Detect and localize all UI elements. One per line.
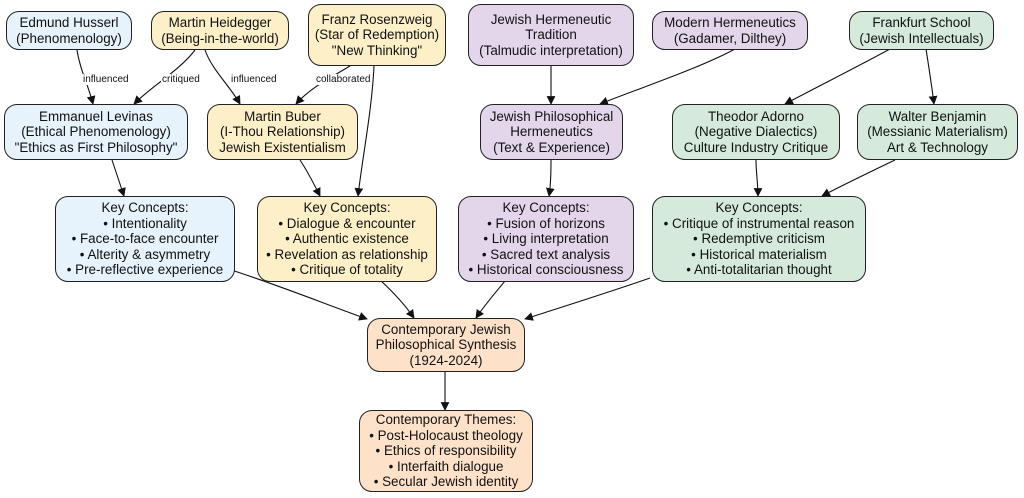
edge-kclevinas-synthesis [224, 267, 368, 321]
benjamin-line-0: Walter Benjamin [888, 108, 987, 124]
kc-buber-line-1: • Dialogue & encounter [278, 215, 416, 231]
edge-benjamin-kc [821, 159, 896, 197]
edge-buber-kc [299, 159, 321, 197]
edge-label-critiqued: critiqued [161, 74, 201, 85]
kc-herm-line-4: • Historical consciousness [468, 262, 624, 278]
modern-herm-line-1: (Gadamer, Dilthey) [673, 30, 787, 46]
rosenzweig-line-1: (Star of Redemption) [314, 27, 440, 43]
edge-label-influenced-2: influenced [230, 74, 278, 85]
edge-heidegger-buber [204, 49, 241, 105]
themes-line-4: • Secular Jewish identity [373, 474, 519, 490]
jewish-herm-line-2: (Talmudic interpretation) [479, 42, 623, 58]
edge-rosenzweig-kc-buber [354, 65, 375, 197]
edge-jph-kc [545, 159, 555, 197]
kc-herm-line-3: • Sacred text analysis [481, 246, 611, 262]
node-contemporary-themes: Contemporary Themes:• Post-Holocaust the… [359, 410, 533, 492]
frankfurt-line-0: Frankfurt School [872, 15, 971, 30]
node-modern-hermeneutics: Modern Hermeneutics(Gadamer, Dilthey) [652, 11, 808, 50]
node-buber: Martin Buber(I-Thou Relationship)Jewish … [207, 104, 358, 160]
node-key-concepts-levinas: Key Concepts:• Intentionality• Face-to-f… [55, 196, 235, 282]
husserl-line-0: Edmund Husserl [19, 15, 119, 30]
kc-frank-line-3: • Historical materialism [691, 246, 827, 262]
edge-frankfurt-adorno [784, 48, 891, 105]
edge-kcfrank-synthesis [524, 277, 651, 321]
buber-line-1: (I-Thou Relationship) [219, 124, 346, 140]
themes-line-3: • Interfaith dialogue [388, 458, 504, 474]
edge-label-collaborated: collaborated [315, 74, 372, 85]
jph-line-1: Hermeneutics [510, 124, 593, 140]
jewish-herm-line-1: Tradition [525, 27, 577, 43]
node-key-concepts-frankfurt: Key Concepts:• Critique of instrumental … [652, 196, 866, 282]
node-husserl: Edmund Husserl(Phenomenology) [6, 11, 132, 50]
adorno-line-0: Theodor Adorno [707, 108, 805, 124]
kc-frank-line-2: • Redemptive criticism [693, 231, 825, 247]
edge-frankfurt-benjamin [925, 48, 938, 105]
edge-kcbuber-synthesis [379, 279, 415, 319]
node-levinas: Emmanuel Levinas(Ethical Phenomenology)"… [4, 104, 188, 160]
node-key-concepts-hermeneutics: Key Concepts:• Fusion of horizons• Livin… [458, 196, 634, 282]
kc-frank-line-0: Key Concepts: [715, 200, 803, 216]
heidegger-line-1: (Being-in-the-world) [161, 30, 279, 46]
jph-line-2: (Text & Experience) [493, 139, 610, 155]
buber-line-0: Martin Buber [244, 108, 321, 124]
levinas-line-2: "Ethics as First Philosophy" [14, 139, 178, 155]
synthesis-line-2: (1924-2024) [409, 352, 483, 368]
synthesis-line-0: Contemporary Jewish [381, 321, 511, 337]
kc-herm-line-2: • Living interpretation [483, 231, 609, 247]
edge-rosenzweig-buber [295, 65, 351, 105]
themes-line-2: • Ethics of responsibility [375, 443, 517, 459]
adorno-line-2: Culture Industry Critique [683, 139, 829, 155]
themes-line-0: Contemporary Themes: [375, 412, 517, 428]
edge-modernherm-jph [599, 48, 736, 106]
kc-buber-line-3: • Revelation as relationship [266, 246, 428, 262]
kc-herm-line-0: Key Concepts: [502, 200, 590, 216]
node-benjamin: Walter Benjamin(Messianic Materialism)Ar… [857, 104, 1018, 160]
levinas-line-1: (Ethical Phenomenology) [21, 124, 171, 140]
edge-levinas-kc [111, 159, 126, 197]
edge-adorno-kc [753, 159, 763, 197]
kc-buber-line-0: Key Concepts: [303, 200, 391, 216]
rosenzweig-line-0: Franz Rosenzweig [321, 11, 433, 27]
node-rosenzweig: Franz Rosenzweig(Star of Redemption)"New… [308, 4, 446, 66]
themes-line-1: • Post-Holocaust theology [369, 427, 523, 443]
edge-label-influenced-1: influenced [82, 74, 130, 85]
kc-levinas-line-3: • Alterity & asymmetry [79, 246, 211, 262]
edge-kcherm-synthesis [475, 280, 506, 319]
kc-frank-line-1: • Critique of instrumental reason [663, 215, 855, 231]
node-frankfurt-school: Frankfurt School(Jewish Intellectuals) [849, 11, 994, 50]
adorno-line-1: (Negative Dialectics) [694, 124, 818, 140]
benjamin-line-2: Art & Technology [887, 139, 988, 155]
jph-line-0: Jewish Philosophical [489, 108, 614, 124]
kc-levinas-line-4: • Pre-reflective experience [66, 262, 224, 278]
kc-herm-line-1: • Fusion of horizons [487, 215, 605, 231]
kc-levinas-line-0: Key Concepts: [101, 200, 189, 216]
rosenzweig-line-2: "New Thinking" [331, 42, 423, 58]
kc-buber-line-4: • Critique of totality [291, 262, 403, 278]
benjamin-line-1: (Messianic Materialism) [867, 124, 1008, 140]
jewish-herm-line-0: Jewish Hermeneutic [490, 11, 612, 27]
kc-buber-line-2: • Authentic existence [285, 231, 409, 247]
levinas-line-0: Emmanuel Levinas [39, 108, 153, 124]
node-heidegger: Martin Heidegger(Being-in-the-world) [151, 11, 289, 50]
kc-frank-line-4: • Anti-totalitarian thought [686, 262, 832, 278]
node-key-concepts-buber: Key Concepts:• Dialogue & encounter• Aut… [257, 196, 437, 282]
synthesis-line-1: Philosophical Synthesis [375, 337, 517, 353]
kc-levinas-line-2: • Face-to-face encounter [71, 231, 219, 247]
modern-herm-line-0: Modern Hermeneutics [664, 15, 796, 30]
node-adorno: Theodor Adorno(Negative Dialectics)Cultu… [672, 104, 840, 160]
frankfurt-line-1: (Jewish Intellectuals) [859, 30, 984, 46]
kc-levinas-line-1: • Intentionality [103, 215, 187, 231]
heidegger-line-0: Martin Heidegger [168, 15, 272, 30]
buber-line-2: Jewish Existentialism [219, 139, 346, 155]
husserl-line-1: (Phenomenology) [16, 30, 122, 46]
